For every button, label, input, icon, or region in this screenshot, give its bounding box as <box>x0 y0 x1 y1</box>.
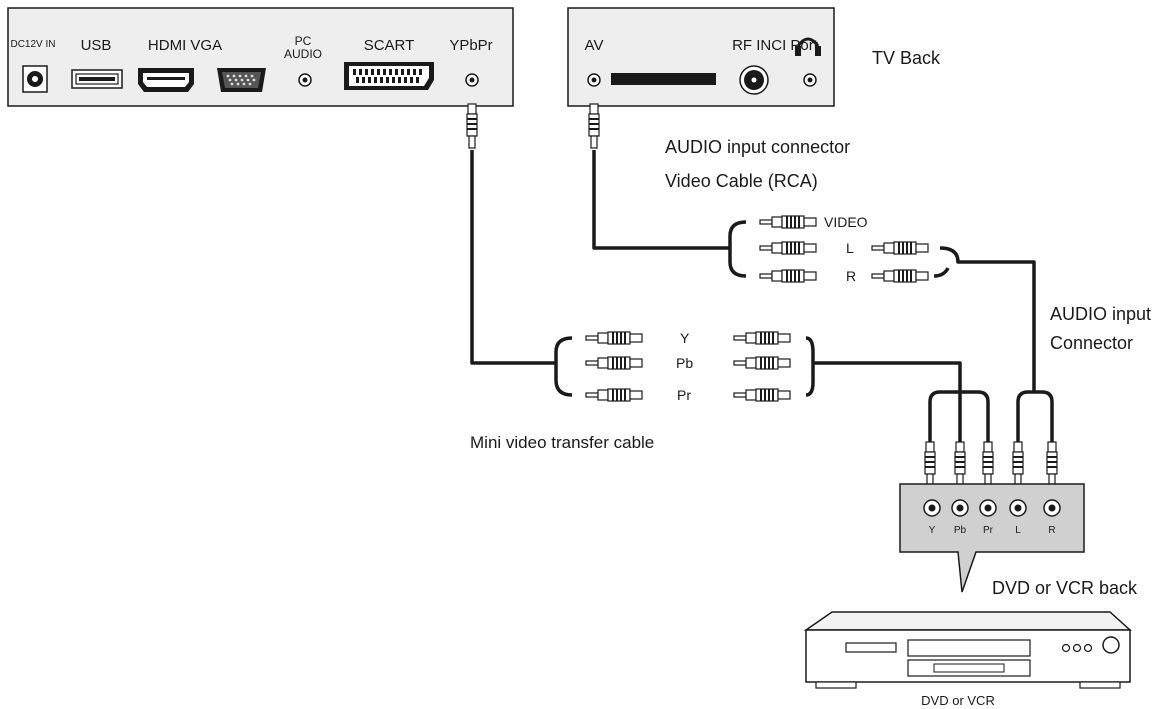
cable-lines <box>470 150 1054 442</box>
dvd-back-label: DVD or VCR back <box>992 578 1138 598</box>
av-jack-icon <box>587 73 601 87</box>
tv-panel-right: AV RF INCI Port <box>567 7 835 107</box>
av-plug-label-l: L <box>846 240 854 256</box>
dvd-jack-label-r: R <box>1048 525 1055 536</box>
dvd-jack-label-pb: Pb <box>954 525 967 536</box>
port-label-dc12v: DC12V IN <box>10 39 55 50</box>
rf-coax-jack-icon <box>739 65 769 95</box>
dvd-jack-label-y: Y <box>929 525 936 536</box>
ypbpr-jack-icon <box>465 73 479 87</box>
port-label-usb: USB <box>81 37 112 54</box>
dvd-jack-panel: Y Pb Pr L R <box>899 483 1085 593</box>
dvd-label: DVD or VCR <box>921 693 995 708</box>
ypbpr-plug-label-pr: Pr <box>677 387 691 403</box>
audio-connector-label-line1: AUDIO input <box>1050 304 1151 324</box>
tv-back-label: TV Back <box>872 48 941 68</box>
av-plug-label-r: R <box>846 268 856 284</box>
pc-audio-jack-icon <box>298 73 312 87</box>
headphone-jack-icon <box>803 73 817 87</box>
dvd-player-icon <box>803 611 1132 689</box>
hdmi-port-icon <box>138 68 194 92</box>
audio-connector-label-line2: Connector <box>1050 333 1133 353</box>
headphone-icon <box>795 37 821 56</box>
dvd-jack-label-l: L <box>1015 525 1021 536</box>
ypbpr-plug-label-y: Y <box>680 330 690 346</box>
vga-port-icon <box>217 68 266 92</box>
av-plug-label-video: VIDEO <box>824 214 868 230</box>
scart-port-icon <box>344 62 434 90</box>
dc-jack-icon <box>22 65 48 93</box>
dvd-jack-label-pr: Pr <box>983 525 994 536</box>
av-port-label: AV <box>585 37 604 54</box>
port-label-scart: SCART <box>364 37 415 54</box>
av-cable-label-line2: Video Cable (RCA) <box>665 171 818 191</box>
card-slot-icon <box>611 73 716 85</box>
port-label-pc: PC <box>295 34 312 48</box>
tv-panel-left: DC12V IN USB HDMI VGA PC AUDIO SCART YPb… <box>7 7 514 107</box>
port-label-audio: AUDIO <box>284 47 322 61</box>
usb-port-icon <box>71 69 123 89</box>
port-label-ypbpr: YPbPr <box>449 37 492 54</box>
port-label-hdmi-vga: HDMI VGA <box>148 37 222 54</box>
mini-cable-caption: Mini video transfer cable <box>470 433 654 452</box>
ypbpr-plug-label-pb: Pb <box>676 355 693 371</box>
av-cable-label-line1: AUDIO input connector <box>665 137 850 157</box>
